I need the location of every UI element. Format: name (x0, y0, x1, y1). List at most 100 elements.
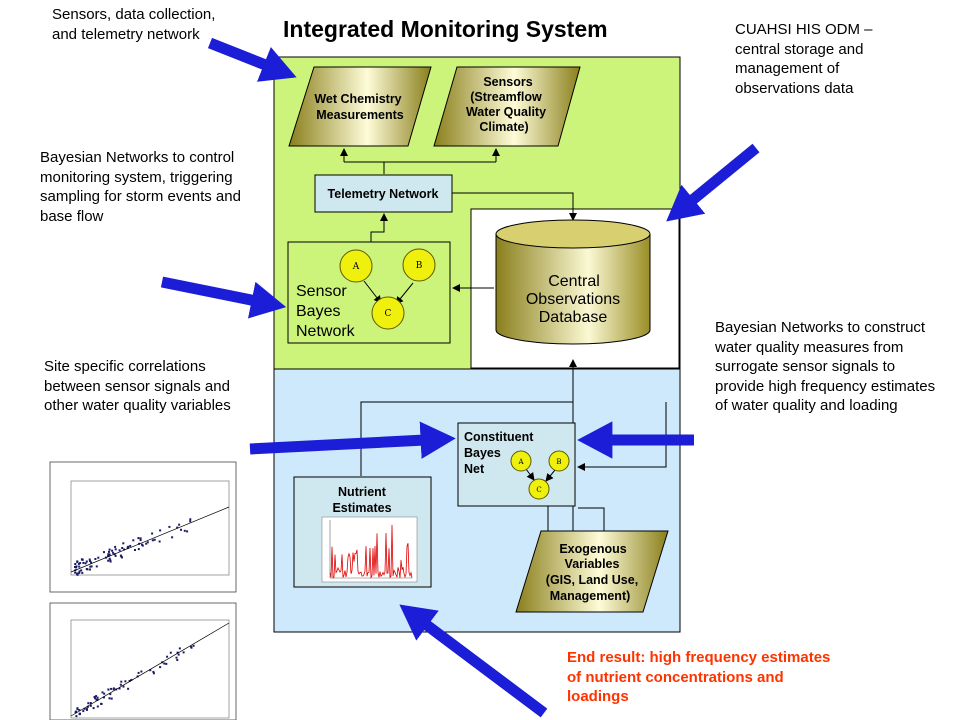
scatter-point (82, 561, 85, 564)
scatter-point (149, 669, 152, 672)
svg-text:C: C (385, 309, 392, 319)
scatter-point (96, 698, 99, 701)
note-end-result: End result: high frequency estimates of … (567, 649, 831, 705)
nutrient-estimates-box: Nutrient Estimates (293, 476, 432, 588)
sensors-line-2: (Streamflow (470, 90, 542, 104)
scatter-point (89, 568, 91, 571)
scatter-point (153, 538, 156, 541)
scatter-point (178, 523, 181, 526)
note-bayesian-construct: Bayesian Networks to construct water qua… (715, 319, 936, 414)
nutrient-series (329, 524, 413, 579)
scatter-point (109, 559, 112, 562)
constituent-line-3: Net (464, 462, 485, 476)
scatter-point (137, 671, 140, 674)
scatter-point (171, 536, 174, 539)
scatter-point (109, 560, 112, 563)
scatter-point (101, 691, 104, 694)
scatter-point (159, 529, 162, 532)
exogenous-line-3: (GIS, Land Use, (546, 573, 638, 587)
scatter-point (107, 688, 110, 691)
scatter-point (112, 688, 115, 691)
scatter-point (76, 561, 79, 563)
scatter-point (77, 562, 80, 565)
scatter-point (159, 666, 162, 669)
note-sensors: Sensors, data collection, and telemetry … (52, 6, 216, 43)
scatter-point (186, 530, 189, 533)
scatter-point (114, 548, 117, 551)
scatter-point (169, 651, 172, 654)
node-b-small (548, 450, 570, 472)
scatter-point (114, 545, 117, 548)
scatter-point (137, 548, 140, 551)
scatter-point (168, 525, 171, 528)
scatter-point (180, 528, 182, 531)
scatter-point (122, 542, 125, 545)
scatter-point (78, 712, 81, 715)
database-line-1: Central (548, 273, 600, 290)
scatter-point (75, 565, 78, 568)
wet-chemistry-line-1: Wet Chemistry (314, 92, 401, 106)
constituent-bayes-net-box: Constituent Bayes Net A B C (457, 422, 576, 507)
scatter-point (74, 566, 76, 568)
nutrient-line-1: Nutrient (338, 485, 387, 499)
exogenous-line-4: Management) (550, 589, 631, 603)
scatter-point (163, 662, 166, 665)
scatter-point (81, 571, 84, 574)
scatter-point (76, 572, 79, 575)
scatter-point (112, 551, 115, 554)
scatter-point (78, 565, 81, 568)
node-c (371, 296, 405, 330)
scatter-point (165, 662, 168, 665)
arrow-site-correlations (249, 421, 456, 459)
scatter-point (107, 554, 110, 557)
scatter-point (128, 680, 131, 682)
scatter-point (118, 687, 121, 690)
scatter-point (126, 546, 129, 549)
scatter-point (139, 539, 142, 542)
scatter-point (90, 561, 93, 564)
scatter-point (129, 544, 132, 547)
scatter-point (114, 554, 117, 557)
scatter-point (190, 646, 193, 649)
scatter-point (120, 680, 123, 683)
scatter-point (175, 656, 178, 659)
scatter-point (82, 710, 85, 713)
scatter-point (140, 670, 143, 673)
scatter-point (85, 707, 88, 710)
scatter-point (75, 715, 78, 718)
scatter-point (151, 532, 154, 535)
sensor-bayes-network-box: Sensor Bayes Network A B C (287, 241, 451, 344)
scatter-point (95, 695, 98, 698)
scatter-points-2 (74, 644, 195, 718)
scatter-point (97, 556, 100, 559)
scatter-point (183, 529, 186, 532)
diagram-title: Integrated Monitoring System (283, 16, 608, 42)
scatter-point (86, 705, 89, 708)
constituent-line-1: Constituent (464, 430, 534, 444)
exogenous-variables-box: Exogenous Variables (GIS, Land Use, Mana… (515, 530, 669, 613)
scatter-point (152, 670, 155, 673)
scatter-point (74, 571, 77, 574)
scatter-point (107, 559, 110, 562)
sensor-bn-line-1: Sensor (296, 283, 347, 300)
note-bayesian-control: Bayesian Networks to control monitoring … (40, 149, 241, 225)
scatter-point (127, 687, 130, 690)
scatter-point (90, 565, 93, 568)
note-cuahsi-odm: CUAHSI HIS ODM – central storage and man… (735, 21, 873, 97)
scatter-point (118, 549, 121, 552)
scatter-point (92, 707, 95, 710)
node-b (402, 248, 436, 282)
scatter-point (152, 672, 155, 675)
central-database-cylinder: Central Observations Database (495, 219, 651, 345)
scatter-point (78, 570, 81, 573)
svg-text:B: B (556, 458, 561, 466)
scatter-point (192, 644, 195, 647)
arrow-bn-control (160, 276, 287, 319)
scatter-point (78, 709, 81, 712)
scatter-point (74, 563, 77, 565)
scatter-point (130, 678, 133, 681)
scatter-point (134, 549, 136, 551)
scatter-point (96, 705, 99, 708)
scatter-point (100, 702, 103, 705)
